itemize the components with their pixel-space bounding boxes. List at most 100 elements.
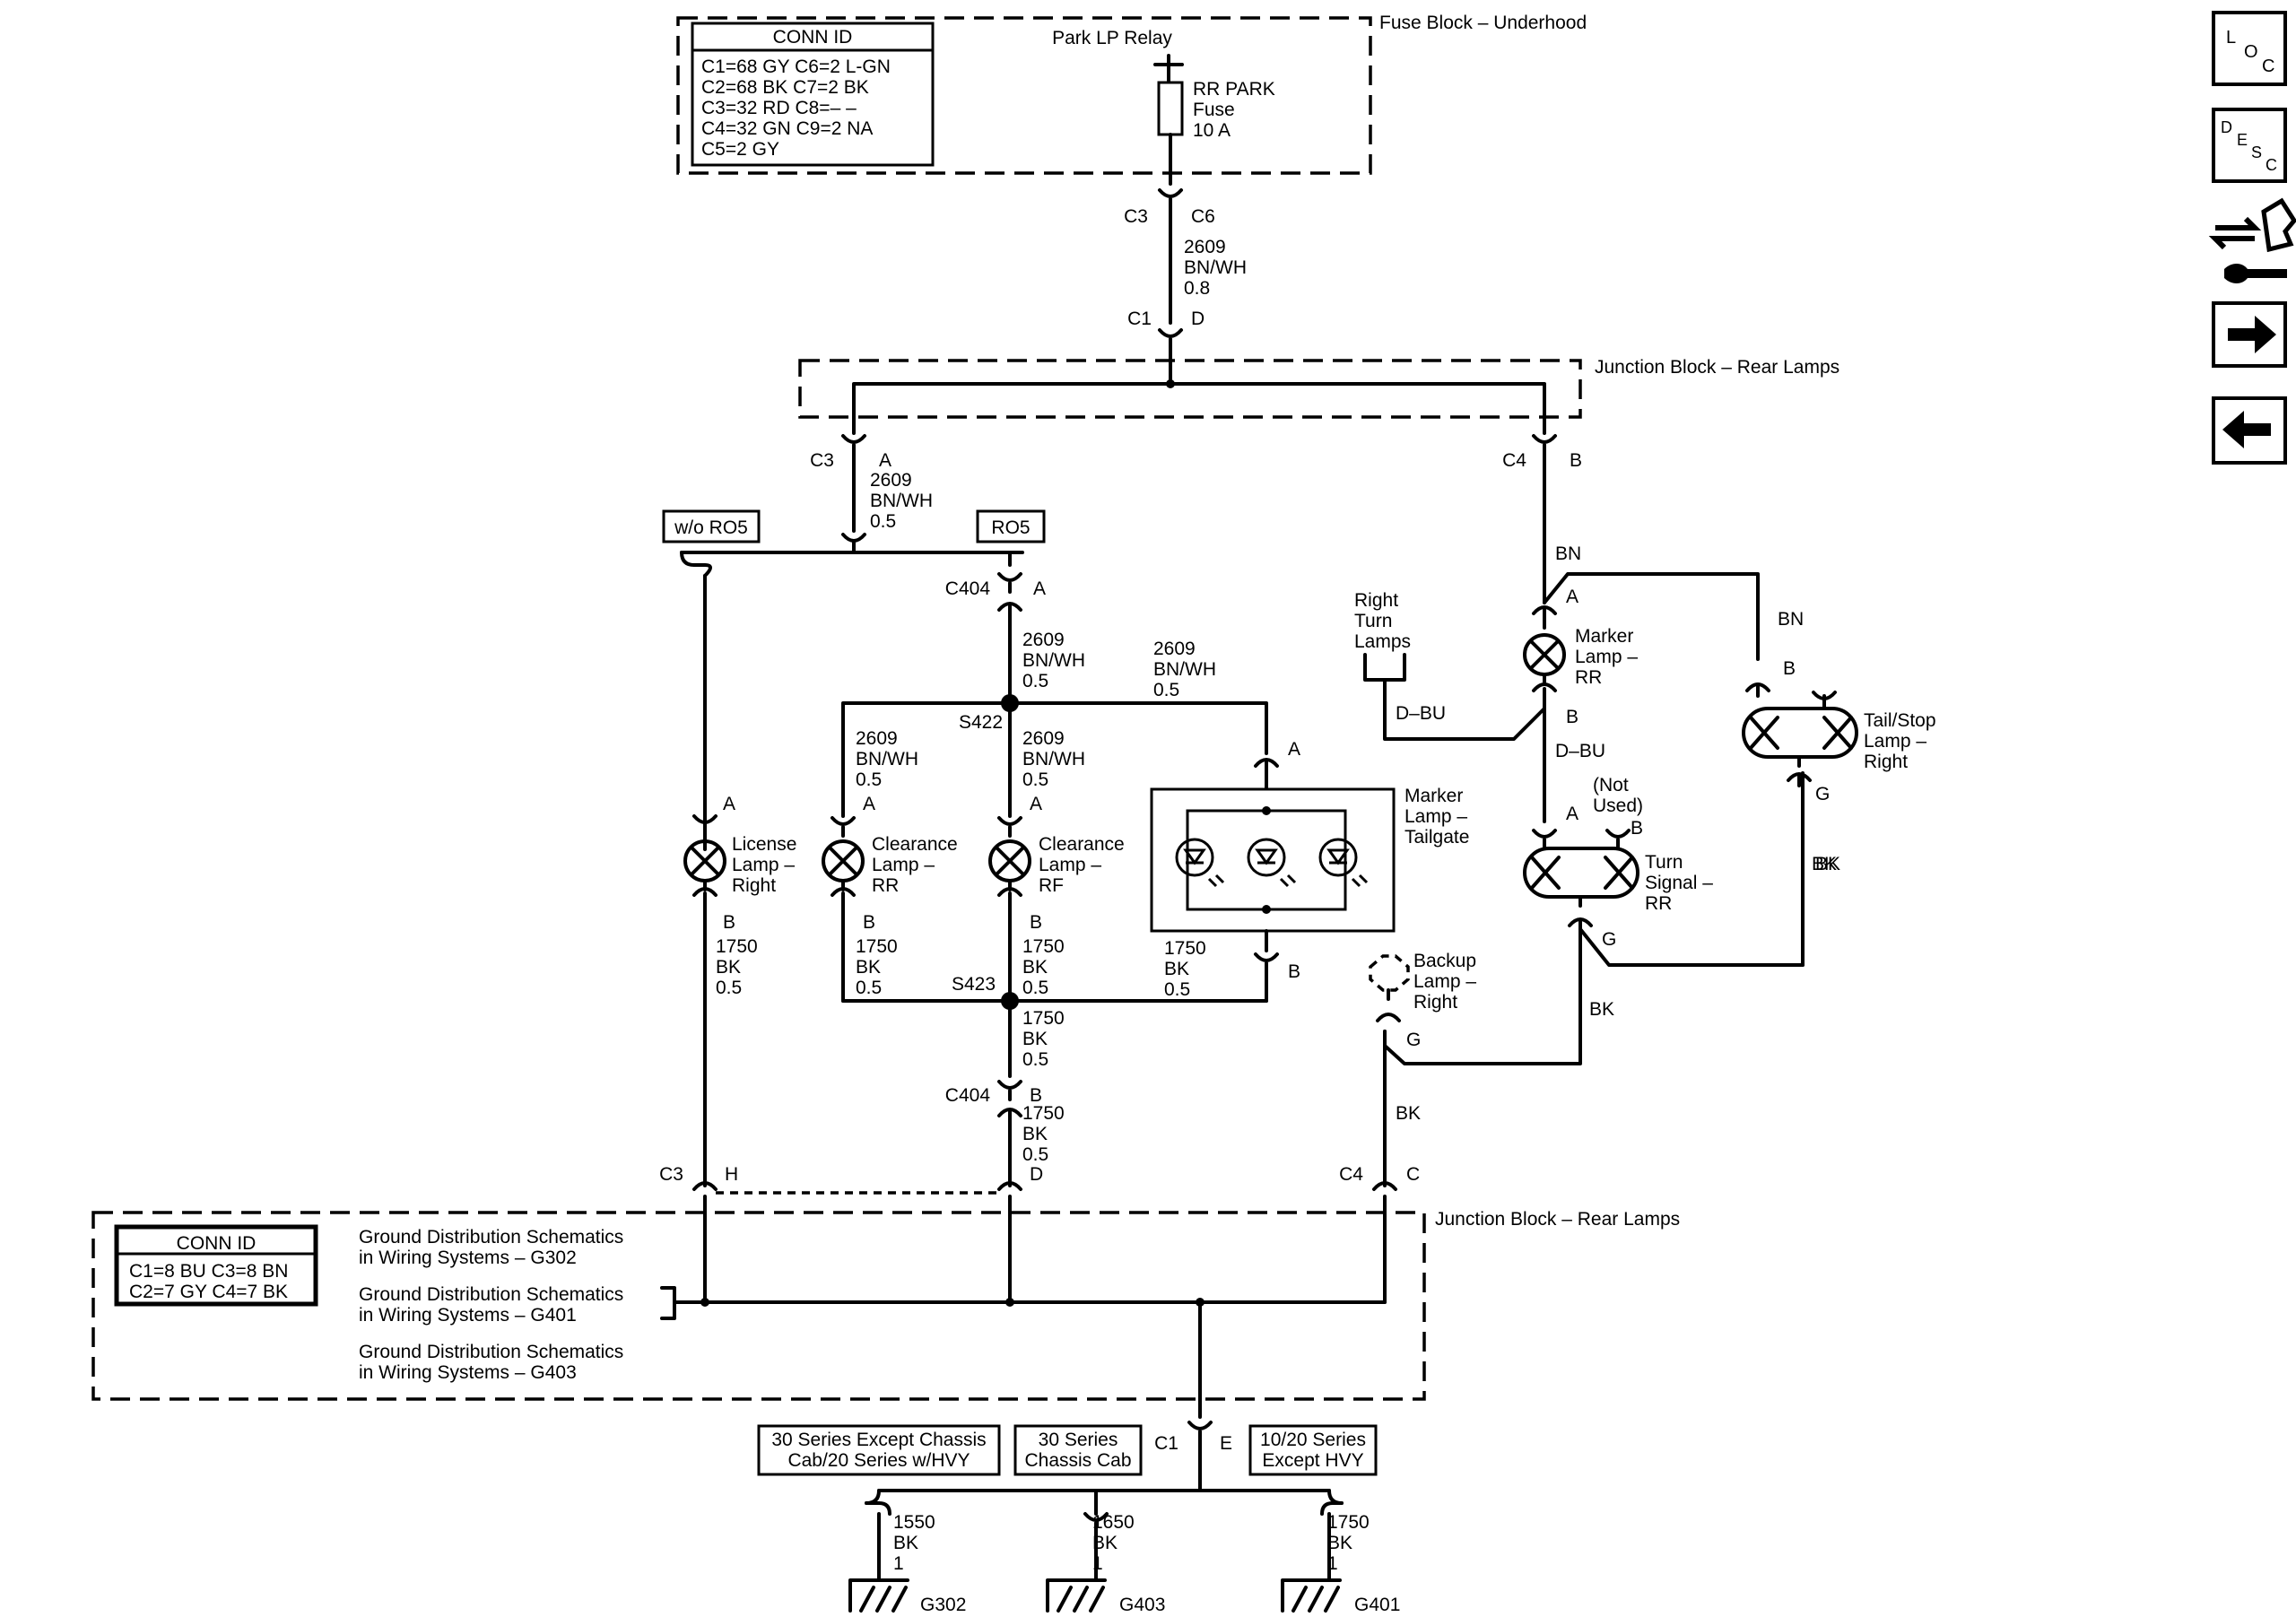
svg-text:RR: RR <box>1575 667 1602 688</box>
svg-text:1: 1 <box>1092 1553 1103 1574</box>
svg-text:Lamp –: Lamp – <box>1864 731 1926 752</box>
clearance-rr-bulb-icon <box>822 839 865 882</box>
svg-text:0.5: 0.5 <box>1022 1049 1048 1070</box>
svg-text:L: L <box>2226 28 2236 48</box>
svg-text:C3: C3 <box>1124 206 1148 227</box>
svg-text:1: 1 <box>893 1553 904 1574</box>
svg-text:2609: 2609 <box>856 728 898 749</box>
svg-text:RF: RF <box>1039 875 1064 896</box>
svg-text:A: A <box>879 450 891 471</box>
svg-text:Lamp –: Lamp – <box>732 855 795 875</box>
svg-text:G: G <box>1406 1030 1421 1050</box>
svg-text:Turn: Turn <box>1645 852 1683 873</box>
marker-rr-bulb-icon <box>1523 633 1566 676</box>
svg-text:Lamp –: Lamp – <box>1413 971 1476 992</box>
svg-text:A: A <box>1033 578 1046 599</box>
svg-text:Right: Right <box>1864 752 1908 772</box>
svg-text:Ground Distribution Schematics: Ground Distribution Schematics <box>359 1342 623 1362</box>
svg-text:E: E <box>2237 131 2248 149</box>
park-lp-relay-label: Park LP Relay <box>1052 28 1172 48</box>
svg-text:BN/WH: BN/WH <box>856 749 918 769</box>
option-boxes: w/o RO5 RO5 <box>662 509 1046 567</box>
feed-wire-2609: C3 C6 2609 BN/WH 0.8 C1 D <box>1124 171 1247 362</box>
svg-text:in Wiring Systems – G302: in Wiring Systems – G302 <box>359 1248 577 1268</box>
led-icon <box>1247 838 1297 888</box>
svg-text:30 Series Except Chassis: 30 Series Except Chassis <box>771 1430 986 1450</box>
tail-stop-bulb-icon <box>1742 691 1858 759</box>
svg-text:C404: C404 <box>945 578 991 599</box>
svg-text:0.5: 0.5 <box>870 511 896 532</box>
svg-text:BK: BK <box>1589 999 1614 1020</box>
svg-text:BK: BK <box>1022 1124 1048 1144</box>
license-lamp-branch: A License Lamp – Right B 1750 BK 0.5 <box>683 563 796 1186</box>
desc-button[interactable]: D E S C <box>2212 108 2287 183</box>
svg-text:BK: BK <box>1812 854 1837 874</box>
svg-text:Junction Block – Rear Lamps: Junction Block – Rear Lamps <box>1435 1209 1680 1230</box>
svg-text:C1=8 BU C3=8 BN: C1=8 BU C3=8 BN <box>129 1261 288 1282</box>
svg-text:C404: C404 <box>945 1085 991 1106</box>
svg-text:1750: 1750 <box>1022 936 1065 957</box>
svg-text:Turn: Turn <box>1354 611 1392 631</box>
svg-text:1750: 1750 <box>716 936 758 957</box>
fuse-block-name: Fuse Block – Underhood <box>1379 13 1587 33</box>
svg-text:Clearance: Clearance <box>1039 834 1125 855</box>
led-icon <box>1318 838 1369 888</box>
previous-page-button[interactable] <box>2212 396 2287 465</box>
ground-symbol-icon <box>848 1566 909 1613</box>
svg-text:RR: RR <box>1645 893 1672 914</box>
svg-text:1750: 1750 <box>1022 1008 1065 1029</box>
right-side-lamps: BN BN A Marker Lamp – RR B D–BU Right Tu… <box>1354 415 1936 1177</box>
svg-text:S: S <box>2251 143 2262 161</box>
conn-row: C5=2 GY <box>701 139 779 160</box>
svg-text:A: A <box>723 794 735 814</box>
connector-repair-icon[interactable] <box>2208 197 2296 283</box>
conn-id-title: CONN ID <box>773 27 853 48</box>
rr-park-fuse-icon <box>1157 81 1184 136</box>
svg-text:C1: C1 <box>1127 309 1152 329</box>
svg-text:G302: G302 <box>920 1595 966 1615</box>
svg-text:Except HVY: Except HVY <box>1262 1450 1363 1471</box>
svg-text:0.5: 0.5 <box>856 769 882 790</box>
svg-text:B: B <box>1783 658 1796 679</box>
svg-text:1750: 1750 <box>856 936 898 957</box>
svg-text:B: B <box>1631 818 1643 839</box>
svg-text:0.5: 0.5 <box>856 978 882 998</box>
svg-text:B: B <box>863 912 875 933</box>
junction-block-rear-bottom: Junction Block – Rear Lamps C3 H D C4 C … <box>91 1164 1680 1469</box>
clearance-rf-bulb-icon <box>988 839 1031 882</box>
svg-text:in Wiring Systems – G403: in Wiring Systems – G403 <box>359 1362 577 1383</box>
svg-text:D: D <box>1030 1164 1043 1185</box>
ground-options: 30 Series Except Chassis Cab/20 Series w… <box>757 1424 1378 1505</box>
splice-s422: S422 <box>959 712 1003 733</box>
svg-text:C: C <box>2262 57 2274 76</box>
svg-text:C6: C6 <box>1191 206 1215 227</box>
fuse-label: RR PARK <box>1193 79 1275 100</box>
svg-text:Ground Distribution Schematics: Ground Distribution Schematics <box>359 1227 623 1248</box>
svg-text:1650: 1650 <box>1092 1512 1135 1533</box>
svg-text:Tail/Stop: Tail/Stop <box>1864 710 1936 731</box>
ground-symbol-icon <box>1281 1566 1342 1613</box>
splice-s423: S423 <box>952 974 996 995</box>
svg-text:0.5: 0.5 <box>1164 979 1190 1000</box>
svg-text:BN/WH: BN/WH <box>1153 659 1216 680</box>
svg-text:1750: 1750 <box>1327 1512 1370 1533</box>
svg-text:Right: Right <box>732 875 776 896</box>
loc-button[interactable]: L O C <box>2212 11 2287 86</box>
turn-signal-bulb-icon <box>1523 847 1639 899</box>
svg-text:G401: G401 <box>1354 1595 1400 1615</box>
svg-text:B: B <box>1566 707 1578 727</box>
svg-text:Lamp –: Lamp – <box>872 855 935 875</box>
conn-row: C1=68 GY C6=2 L-GN <box>701 57 891 77</box>
svg-text:CONN ID: CONN ID <box>177 1233 257 1254</box>
ro5-branch: C404 A 2609 BN/WH 0.5 S422 2609 BN/WH 0.… <box>822 572 1469 1177</box>
svg-text:C4: C4 <box>1339 1164 1363 1185</box>
svg-text:A: A <box>1288 739 1300 760</box>
arrow-right-icon <box>2228 316 2276 353</box>
svg-text:C4: C4 <box>1502 450 1526 471</box>
svg-text:B: B <box>1288 961 1300 982</box>
svg-text:Marker: Marker <box>1405 786 1463 806</box>
next-page-button[interactable] <box>2212 301 2287 368</box>
svg-text:G: G <box>1602 929 1616 950</box>
svg-text:Backup: Backup <box>1413 951 1476 971</box>
svg-text:B: B <box>1030 912 1042 933</box>
